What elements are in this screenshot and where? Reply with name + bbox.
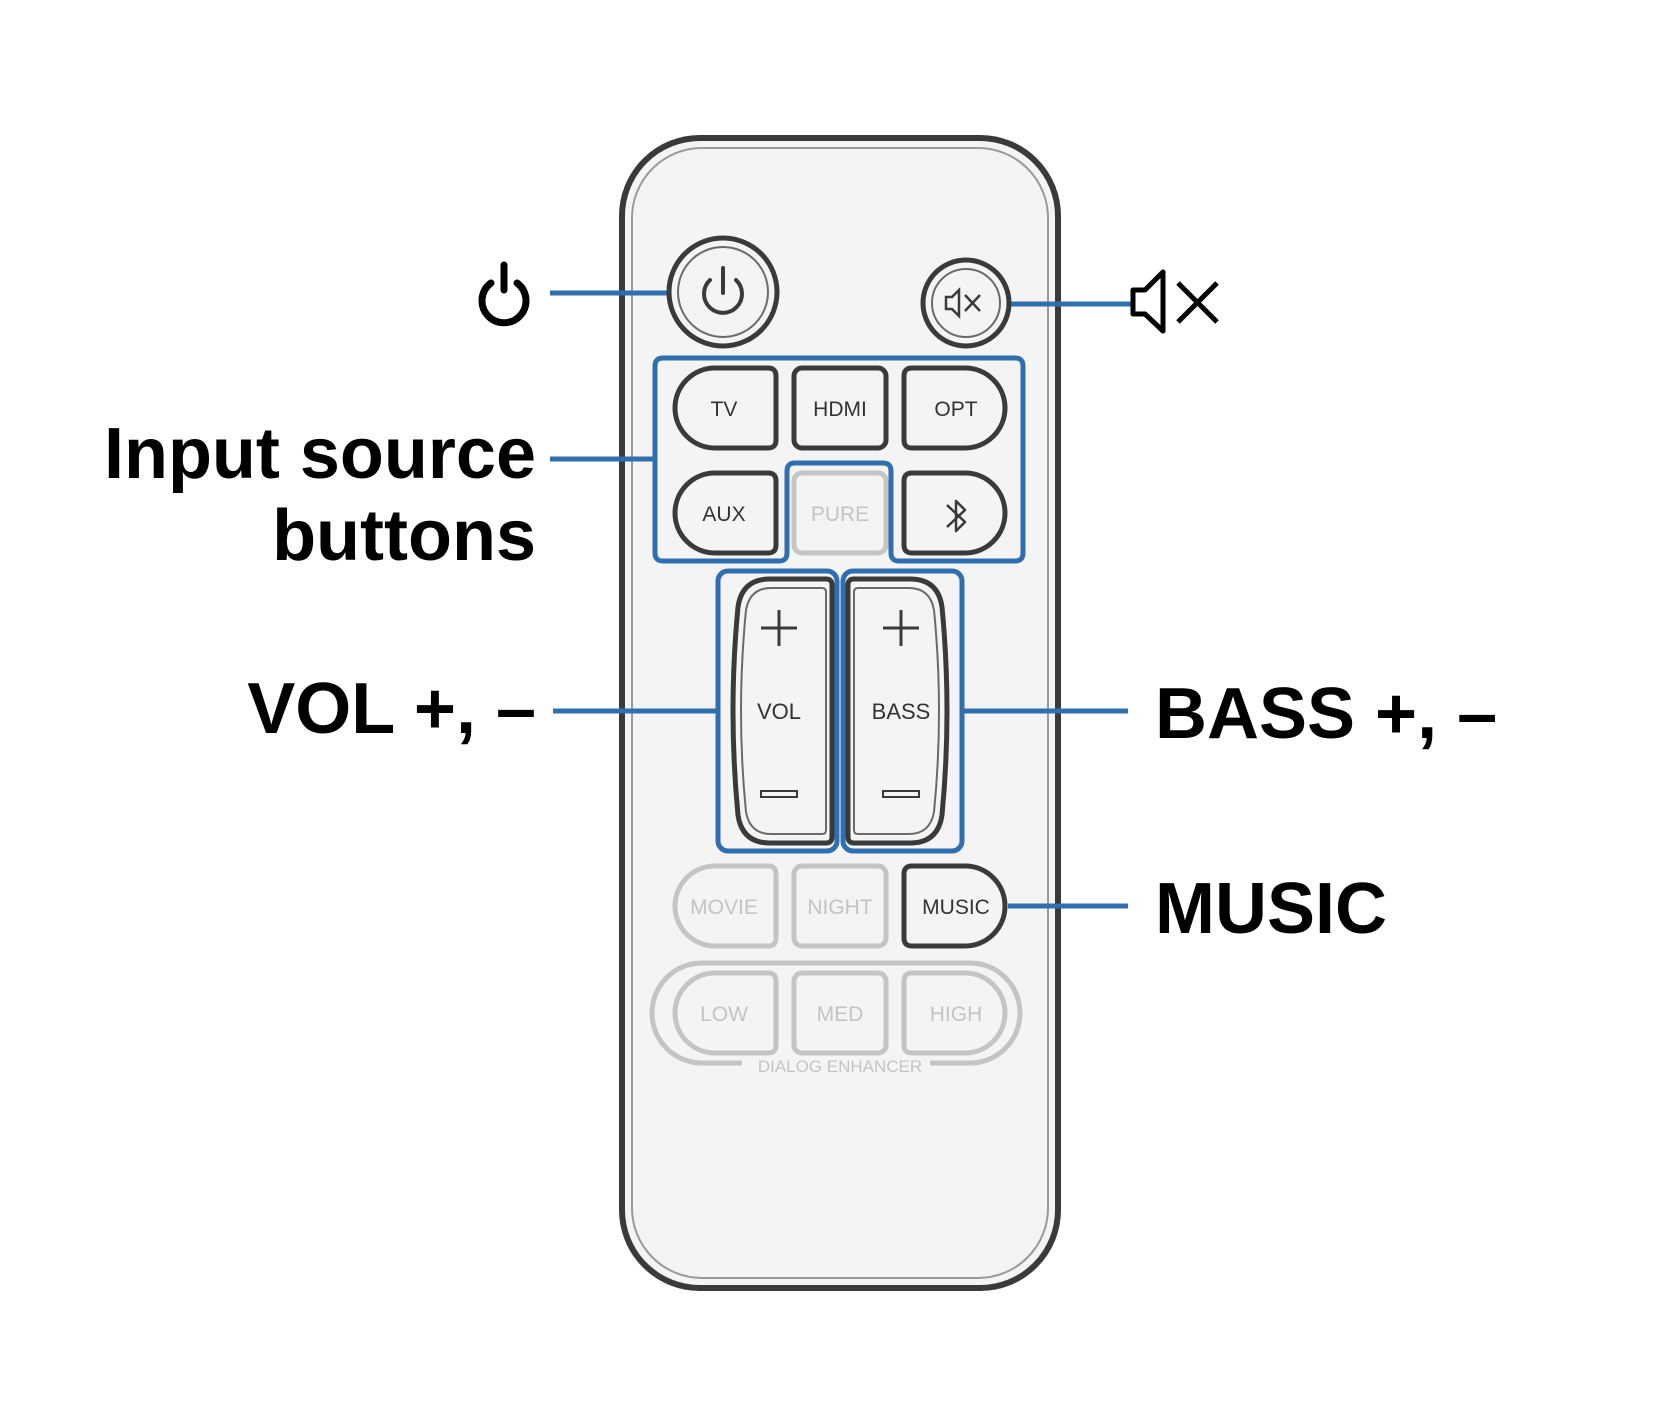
bluetooth-button[interactable] (901, 470, 1008, 556)
input-source-callout-line-2: buttons (272, 496, 536, 576)
dialog-enhancer-label: DIALOG ENHANCER (758, 1057, 922, 1076)
bass-down-button[interactable] (882, 790, 920, 798)
night-label: NIGHT (807, 896, 873, 919)
vol-highlight (715, 568, 840, 854)
bass-highlight (840, 568, 965, 854)
pure-label: PURE (811, 503, 869, 526)
pure-button[interactable]: PURE (791, 470, 889, 556)
input-source-group: TV HDMI OPT AUX PURE (652, 355, 1026, 564)
input-source-callout-line-1: Input source (103, 414, 536, 494)
aux-button[interactable]: AUX (672, 470, 779, 556)
leader-lines (550, 290, 1133, 909)
music-label: MUSIC (922, 896, 990, 919)
vol-label: VOL (757, 699, 801, 724)
low-label: LOW (700, 1003, 748, 1026)
vol-rocker: VOL (715, 568, 840, 854)
power-callout-icon (478, 261, 530, 327)
high-button[interactable]: HIGH (901, 970, 1008, 1056)
tv-label: TV (711, 398, 738, 421)
mute-icon (944, 286, 981, 320)
opt-label: OPT (934, 398, 977, 421)
low-button[interactable]: LOW (672, 970, 779, 1056)
vol-up-button[interactable] (761, 610, 797, 646)
tv-button[interactable]: TV (672, 365, 779, 451)
bass-callout: BASS +, – (1155, 674, 1498, 754)
dialog-enhancer-group: DIALOG ENHANCER LOW MED HIGH (649, 960, 1023, 1076)
med-label: MED (817, 1003, 864, 1026)
power-icon (702, 266, 744, 315)
vol-down-button[interactable] (760, 790, 798, 798)
med-button[interactable]: MED (791, 970, 889, 1056)
bluetooth-icon (946, 499, 967, 533)
mute-callout-icon (1130, 269, 1219, 334)
plus-icon (883, 610, 919, 646)
plus-icon (761, 610, 797, 646)
bass-label: BASS (872, 699, 931, 724)
music-button[interactable]: MUSIC (901, 863, 1008, 949)
bass-rocker: BASS (840, 568, 965, 854)
movie-label: MOVIE (690, 896, 758, 919)
high-label: HIGH (930, 1003, 983, 1026)
vol-callout: VOL +, – (247, 669, 536, 749)
mute-button[interactable] (920, 257, 1012, 349)
opt-button[interactable]: OPT (901, 365, 1008, 451)
hdmi-button[interactable]: HDMI (791, 365, 889, 451)
power-button[interactable] (666, 235, 780, 349)
input-source-highlight (652, 355, 1026, 564)
input-source-callout: Input source buttons (0, 413, 536, 577)
movie-button[interactable]: MOVIE (672, 863, 779, 949)
bass-up-button[interactable] (883, 610, 919, 646)
night-button[interactable]: NIGHT (791, 863, 889, 949)
music-callout: MUSIC (1155, 869, 1387, 949)
hdmi-label: HDMI (813, 398, 867, 421)
minus-icon (882, 790, 920, 798)
aux-label: AUX (702, 503, 745, 526)
minus-icon (760, 790, 798, 798)
